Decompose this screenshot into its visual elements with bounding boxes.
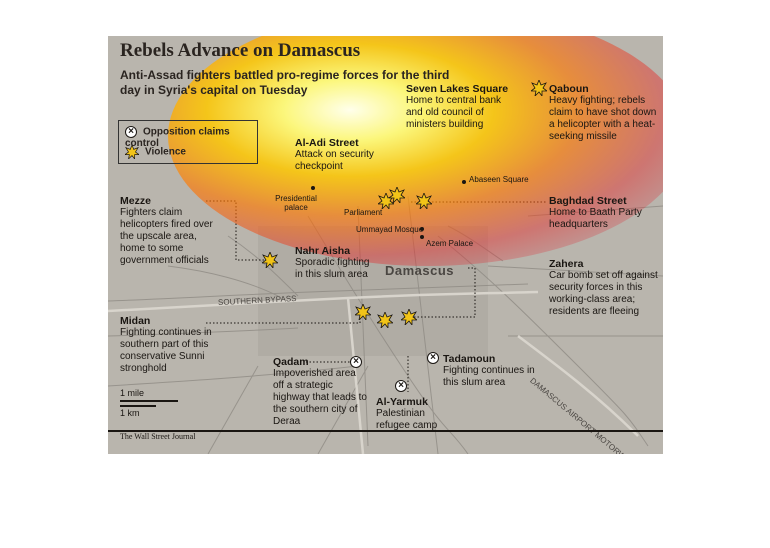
callout-aladi: Al-Adi Street Attack on security checkpo… (295, 137, 391, 173)
callout-tadamoun-body: Fighting continues in this slum area (443, 365, 535, 388)
opposition-marker-yarmuk: × (395, 380, 407, 392)
city-label-damascus: Damascus (385, 263, 455, 278)
place-abaseen: Abaseen Square (469, 175, 529, 184)
callout-zahera-body: Car bomb set off against security forces… (549, 270, 658, 317)
bottom-rule (108, 430, 663, 432)
violence-marker-baghdad (416, 193, 432, 209)
callout-baghdad-head: Baghdad Street (549, 195, 627, 207)
callout-nahr-aisha: Nahr Aisha Sporadic fighting in this slu… (295, 245, 375, 281)
callout-mezze-head: Mezze (120, 195, 151, 207)
callout-baghdad: Baghdad Street Home to Baath Party headq… (549, 195, 661, 231)
callout-midan-body: Fighting continues in southern part of t… (120, 327, 212, 374)
violence-marker-midan (377, 312, 393, 328)
azem-dot (420, 235, 424, 239)
callout-qaboun-body: Heavy fighting; rebels claim to have sho… (549, 95, 657, 142)
legend-opposition-label: Opposition claims control (125, 126, 230, 149)
callout-nahr-aisha-head: Nahr Aisha (295, 245, 351, 257)
callout-seven-lakes-body: Home to central bank and old council of … (406, 95, 502, 130)
callout-qadam-body: Impoverished area off a strategic highwa… (273, 368, 367, 427)
place-presidential-palace: Presidential palace (275, 194, 317, 212)
place-azem: Azem Palace (426, 239, 474, 248)
violence-marker-zahera (401, 309, 417, 325)
opposition-marker-qadam: × (350, 356, 362, 368)
violence-marker-mezze (262, 252, 278, 268)
legend-row-opposition: ×Opposition claims control (125, 126, 257, 149)
map-graphic: Rebels Advance on Damascus Anti-Assad fi… (108, 36, 663, 454)
legend-row-violence: Violence (123, 144, 186, 161)
callout-tadamoun-head: Tadamoun (443, 353, 496, 365)
scale-km-label: 1 km (120, 408, 140, 418)
callout-qadam: Qadam Impoverished area off a strategic … (273, 356, 369, 428)
callout-qaboun-head: Qaboun (549, 83, 589, 95)
callout-yarmuk-body: Palestinian refugee camp (376, 408, 438, 431)
callout-aladi-head: Al-Adi Street (295, 137, 359, 149)
callout-yarmuk: Al-Yarmuk Palestinian refugee camp (376, 396, 456, 432)
scale-mile-bar (120, 400, 178, 402)
callout-seven-lakes: Seven Lakes Square Home to central bank … (406, 83, 516, 131)
callout-tadamoun: Tadamoun Fighting continues in this slum… (443, 353, 543, 389)
callout-midan-head: Midan (120, 315, 151, 327)
violence-marker-nahr-aisha (355, 304, 371, 320)
credit: The Wall Street Journal (120, 432, 196, 441)
presidential-palace-dot (311, 186, 315, 190)
violence-marker-qaboun (531, 80, 547, 96)
callout-yarmuk-head: Al-Yarmuk (376, 396, 428, 408)
place-ummayad: Ummayad Mosque (356, 225, 424, 234)
callout-zahera: Zahera Car bomb set off against security… (549, 258, 661, 318)
callout-aladi-body: Attack on security checkpoint (295, 149, 374, 172)
callout-nahr-aisha-body: Sporadic fighting in this slum area (295, 257, 370, 280)
explosion-icon (123, 144, 141, 161)
scale-mile-label: 1 mile (120, 388, 145, 398)
place-parliament: Parliament (344, 208, 383, 217)
callout-mezze-body: Fighters claim helicopters fired over th… (120, 207, 213, 266)
x-circle-icon: × (125, 126, 137, 138)
scale-km-bar (120, 405, 156, 407)
violence-marker-aladi (389, 187, 405, 203)
callout-mezze: Mezze Fighters claim helicopters fired o… (120, 195, 224, 267)
ummayad-dot (420, 227, 424, 231)
callout-zahera-head: Zahera (549, 258, 584, 270)
map-title: Rebels Advance on Damascus (120, 40, 361, 61)
callout-baghdad-body: Home to Baath Party headquarters (549, 207, 642, 230)
callout-midan: Midan Fighting continues in southern par… (120, 315, 220, 375)
callout-qadam-head: Qadam (273, 356, 309, 368)
callout-seven-lakes-head: Seven Lakes Square (406, 83, 509, 95)
callout-qaboun: Qaboun Heavy fighting; rebels claim to h… (549, 83, 659, 143)
abaseen-dot (462, 180, 466, 184)
legend: ×Opposition claims control Violence (118, 120, 258, 164)
opposition-marker-tadamoun: × (427, 352, 439, 364)
legend-violence-label: Violence (145, 146, 186, 158)
map-subtitle: Anti-Assad fighters battled pro-regime f… (120, 68, 450, 97)
